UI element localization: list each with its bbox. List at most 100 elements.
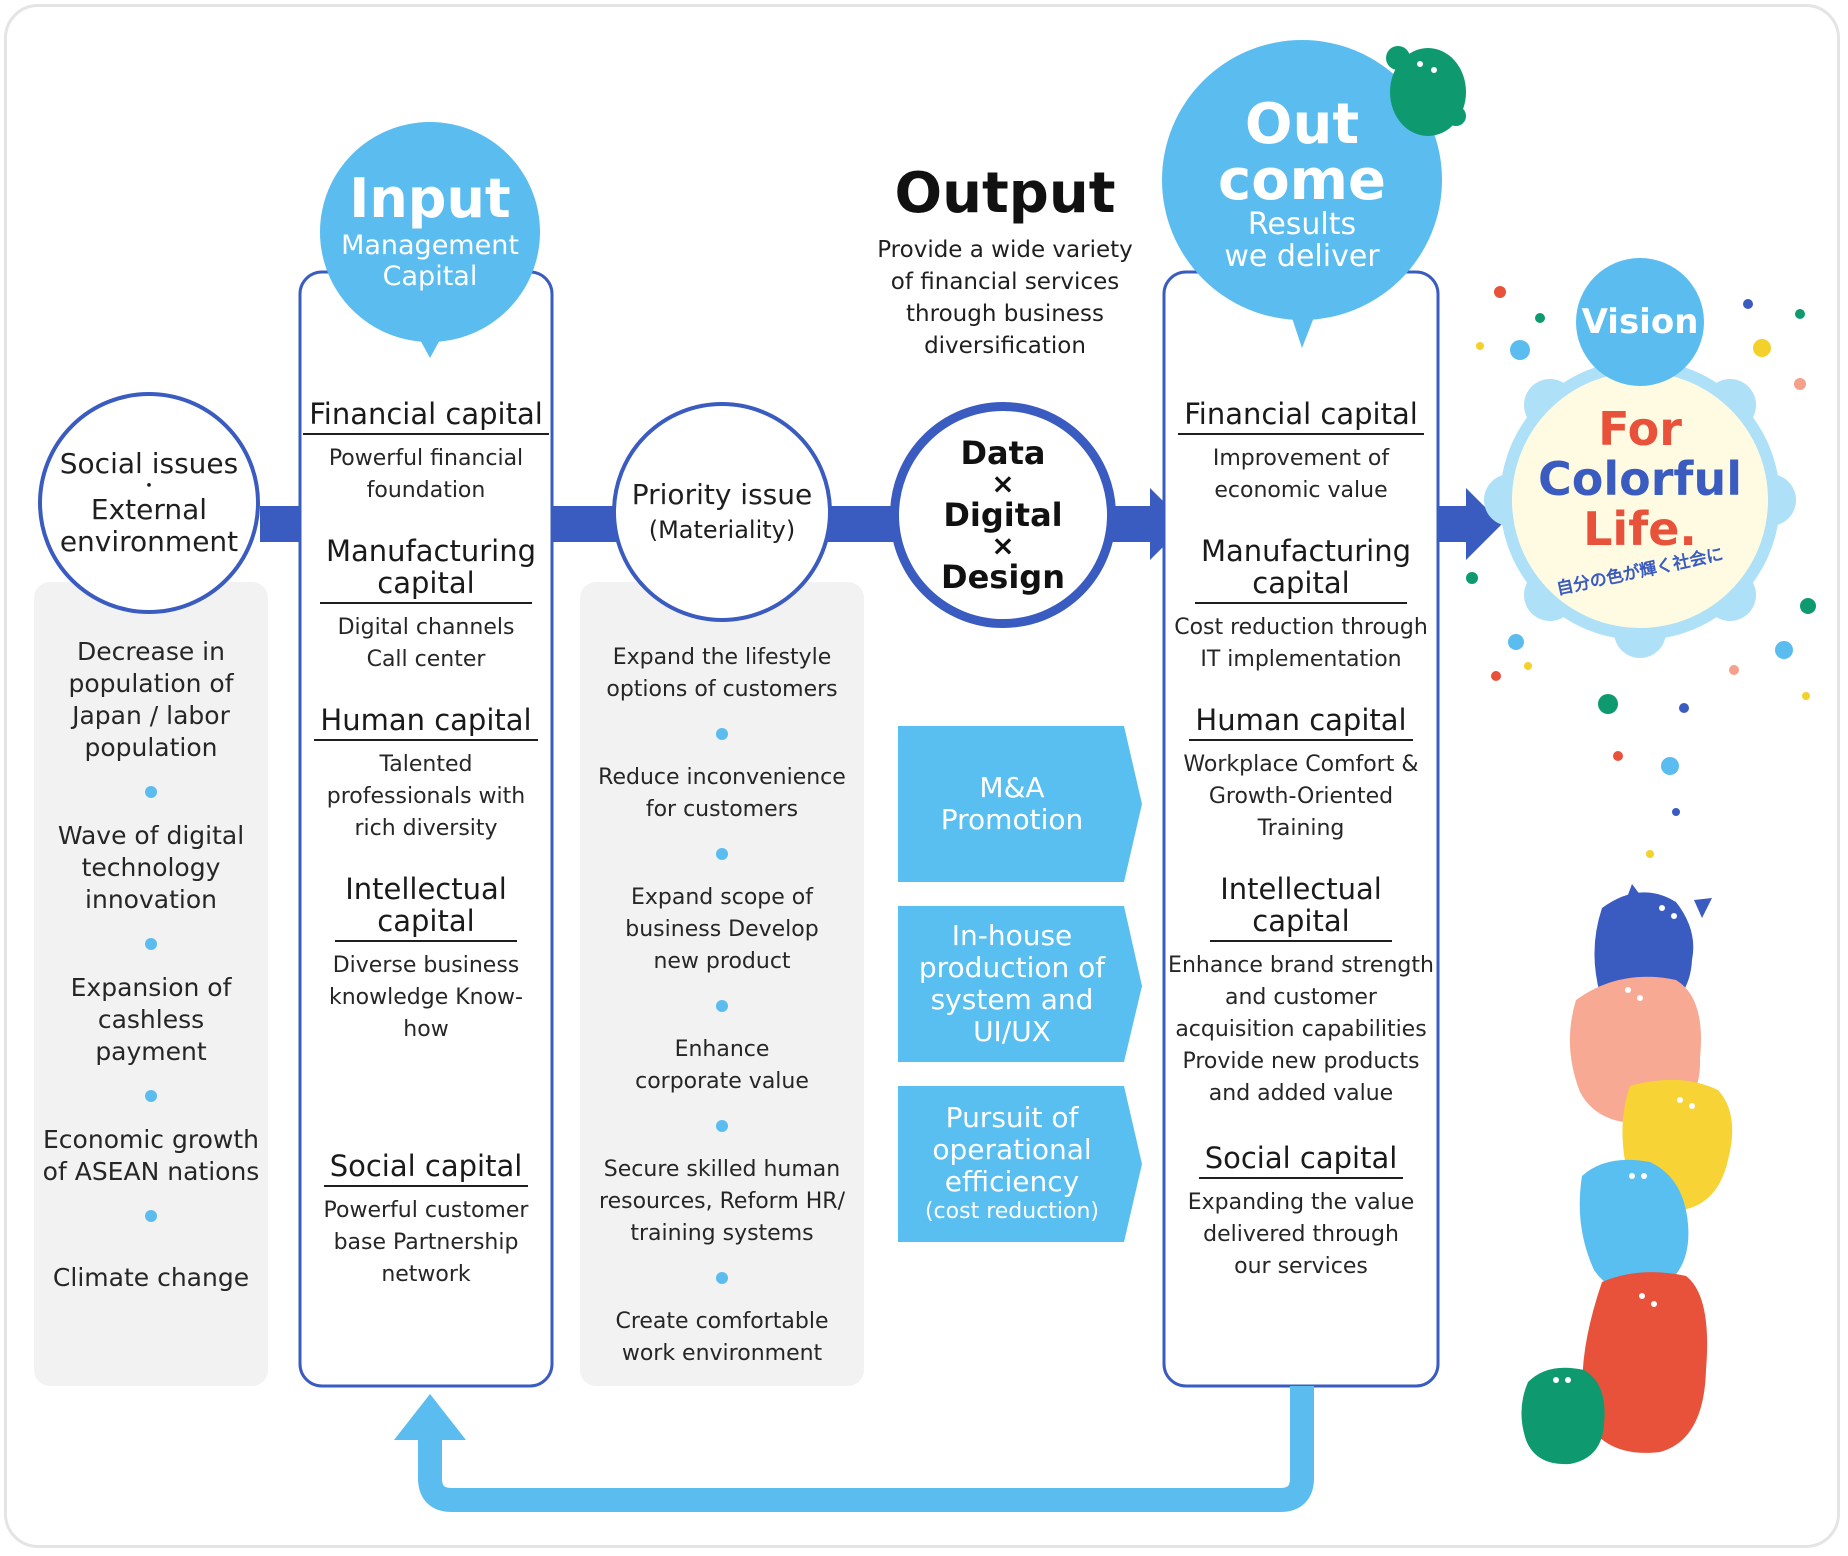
input-section-header-intellectual: Intellectual capital bbox=[335, 873, 517, 942]
input-section-header-human: Human capital bbox=[314, 704, 538, 741]
bullet-dot bbox=[716, 1272, 728, 1284]
outcome-bubble bbox=[1162, 40, 1442, 320]
connector-priority-output bbox=[826, 506, 896, 542]
output-pill-inhouse-label: In-house production of system and UI/UX bbox=[918, 919, 1106, 1048]
outcome-section-desc-financial: Improvement of economic value bbox=[1212, 446, 1390, 503]
input-header: Input Management Capital bbox=[320, 150, 540, 310]
input-sections: Financial capital Powerful financial fou… bbox=[302, 398, 550, 1291]
output-circle-design: Design bbox=[941, 558, 1065, 596]
feedback-arrowhead bbox=[394, 1394, 466, 1440]
vision-logo-line2: Colorful bbox=[1538, 452, 1742, 506]
input-section-header-social: Social capital bbox=[323, 1150, 529, 1187]
pill-shape-2 bbox=[898, 906, 1142, 1062]
social-item-3: Expansion of cashless payment bbox=[70, 973, 232, 1066]
connector-input-priority bbox=[550, 506, 618, 542]
bullet-dot bbox=[716, 1120, 728, 1132]
bullet-dot bbox=[716, 728, 728, 740]
outcome-sections: Financial capital Improvement of economi… bbox=[1166, 398, 1436, 1283]
priority-circle-line2: (Materiality) bbox=[648, 516, 796, 544]
input-section-desc-financial: Powerful financial foundation bbox=[328, 446, 524, 503]
output-title: Output bbox=[894, 161, 1116, 226]
output-circle-times-1: × bbox=[991, 467, 1015, 500]
priority-item-5: Secure skilled human resources, Reform H… bbox=[599, 1157, 845, 1246]
priority-item-1: Expand the lifestyle options of customer… bbox=[606, 645, 838, 702]
pill-shape-1 bbox=[898, 726, 1142, 882]
input-section-desc-human: Talented professionals with rich diversi… bbox=[326, 752, 526, 841]
priority-issues-list: Expand the lifestyle options of customer… bbox=[584, 642, 860, 1370]
outcome-section-header-intellectual: Intellectual capital bbox=[1210, 873, 1392, 942]
mascot-top bbox=[1386, 46, 1466, 136]
outcome-title-2: come bbox=[1218, 148, 1386, 213]
priority-panel bbox=[580, 582, 864, 1386]
vision-label: Vision bbox=[1581, 302, 1699, 342]
output-circle-data: Data bbox=[960, 434, 1046, 472]
outcome-section-header-financial: Financial capital bbox=[1178, 398, 1424, 435]
output-pill-inhouse: In-house production of system and UI/UX bbox=[904, 906, 1120, 1062]
social-issues-circle: Social issues ・ External environment bbox=[38, 392, 260, 614]
output-circle-times-2: × bbox=[991, 529, 1015, 562]
input-section-header-financial: Financial capital bbox=[303, 398, 549, 435]
outcome-section-desc-manufacturing: Cost reduction through IT implementation bbox=[1174, 615, 1428, 672]
bullet-dot bbox=[145, 1210, 157, 1222]
social-issues-list: Decrease in population of Japan / labor … bbox=[40, 636, 262, 1294]
vision-logo: For Colorful Life. 自分の色が輝く社会に bbox=[1520, 402, 1760, 599]
bullet-dot bbox=[145, 938, 157, 950]
priority-item-4: Enhance corporate value bbox=[635, 1037, 809, 1094]
vision-badge bbox=[1484, 344, 1796, 658]
priority-circle-line1: Priority issue bbox=[631, 478, 813, 511]
output-pill-efficiency: Pursuit of operational efficiency (cost … bbox=[904, 1086, 1120, 1242]
priority-item-2: Reduce inconvenience for customers bbox=[598, 765, 846, 822]
priority-issue-circle: Priority issue (Materiality) bbox=[612, 402, 832, 622]
outcome-section-desc-human: Workplace Comfort & Growth-Oriented Trai… bbox=[1183, 752, 1419, 841]
outcome-subtitle-1: Results bbox=[1247, 207, 1357, 242]
bullet-dot bbox=[145, 786, 157, 798]
input-section-desc-social: Powerful customer base Partnership netwo… bbox=[323, 1198, 529, 1287]
arrow-outcome-vision bbox=[1438, 488, 1502, 560]
data-digital-design-circle: Data × Digital × Design bbox=[890, 402, 1116, 628]
input-section-desc-manufacturing: Digital channels Call center bbox=[337, 615, 515, 672]
social-item-4: Economic growth of ASEAN nations bbox=[42, 1125, 260, 1186]
confetti-dots bbox=[1466, 286, 1816, 858]
outcome-section-header-social: Social capital bbox=[1198, 1142, 1404, 1179]
social-circle-line3: environment bbox=[59, 525, 239, 558]
priority-item-6: Create comfortable work environment bbox=[615, 1309, 829, 1366]
social-circle-line1: Social issues bbox=[59, 447, 239, 480]
outcome-header: Out come Results we deliver bbox=[1172, 90, 1432, 280]
outcome-section-desc-social: Expanding the value delivered through ou… bbox=[1187, 1190, 1415, 1279]
outcome-subtitle-2: we deliver bbox=[1224, 239, 1380, 274]
input-subtitle-2: Capital bbox=[382, 261, 478, 292]
input-section-header-manufacturing: Manufacturing capital bbox=[320, 535, 536, 604]
bullet-dot bbox=[716, 848, 728, 860]
outcome-section-header-manufacturing: Manufacturing capital bbox=[1195, 535, 1411, 604]
vision-logo-line1: For bbox=[1598, 402, 1682, 456]
output-pill-efficiency-note: (cost reduction) bbox=[924, 1199, 1100, 1224]
output-pill-ma-label: M&A Promotion bbox=[940, 771, 1084, 836]
output-pill-efficiency-label: Pursuit of operational efficiency bbox=[932, 1101, 1092, 1198]
mascot-stack bbox=[1521, 884, 1733, 1465]
outcome-section-header-human: Human capital bbox=[1189, 704, 1413, 741]
social-circle-line2: External bbox=[90, 493, 208, 526]
input-bubble bbox=[320, 122, 540, 342]
social-panel bbox=[34, 582, 268, 1386]
vision-bubble bbox=[1576, 258, 1704, 386]
social-item-2: Wave of digital technology innovation bbox=[57, 821, 245, 914]
feedback-loop bbox=[418, 1386, 1314, 1512]
output-pill-ma: M&A Promotion bbox=[904, 726, 1120, 882]
outcome-section-desc-intellectual: Enhance brand strength and customer acqu… bbox=[1168, 953, 1434, 1106]
output-description: Provide a wide variety of financial serv… bbox=[877, 237, 1133, 359]
social-item-5: Climate change bbox=[52, 1263, 250, 1292]
vision-logo-line3: Life. bbox=[1583, 502, 1697, 556]
priority-item-3: Expand scope of business Develop new pro… bbox=[625, 885, 819, 974]
bullet-dot bbox=[145, 1090, 157, 1102]
bullet-dot bbox=[716, 1000, 728, 1012]
social-circle-sep: ・ bbox=[140, 476, 158, 497]
pill-shape-3 bbox=[898, 1086, 1142, 1242]
outcome-title-1: Out bbox=[1244, 92, 1360, 157]
output-circle-digital: Digital bbox=[943, 496, 1063, 534]
input-section-desc-intellectual: Diverse business knowledge Know-how bbox=[328, 953, 523, 1042]
input-title: Input bbox=[349, 167, 511, 230]
input-subtitle-1: Management bbox=[341, 230, 519, 261]
social-item-1: Decrease in population of Japan / labor … bbox=[68, 637, 234, 762]
